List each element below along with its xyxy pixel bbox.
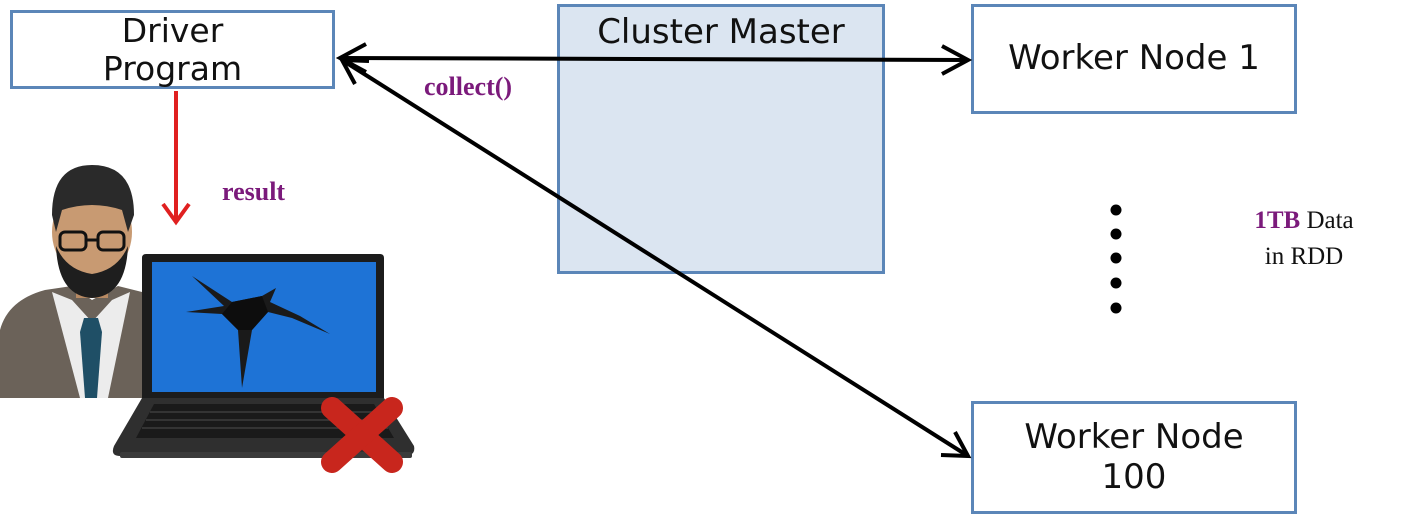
- result-arrow: [161, 91, 191, 226]
- worker-node-1-label: Worker Node 1: [1008, 38, 1260, 79]
- arrow-driver-worker100: [338, 57, 972, 459]
- data-size-label: 1TB Data in RDD: [1228, 203, 1380, 276]
- worker-node-100-box: Worker Node 100: [971, 401, 1297, 514]
- driver-program-box: Driver Program: [10, 10, 335, 89]
- data-size-highlight: 1TB: [1254, 207, 1301, 234]
- cluster-master-label: Cluster Master: [597, 12, 845, 52]
- result-label: result: [222, 177, 286, 206]
- developer-avatar-icon: [0, 165, 165, 398]
- data-size-text: Data: [1306, 207, 1354, 234]
- driver-program-label: Driver Program: [102, 10, 243, 88]
- worker-node-100-label: Worker Node 100: [1024, 417, 1244, 497]
- collect-label: collect(): [424, 72, 513, 101]
- data-location-text: in RDD: [1264, 243, 1344, 271]
- red-x-icon: [321, 397, 403, 473]
- arrow-driver-worker1: [335, 42, 973, 76]
- worker-node-1-box: Worker Node 1: [971, 4, 1297, 114]
- ellipsis-dots-icon: [1110, 204, 1122, 314]
